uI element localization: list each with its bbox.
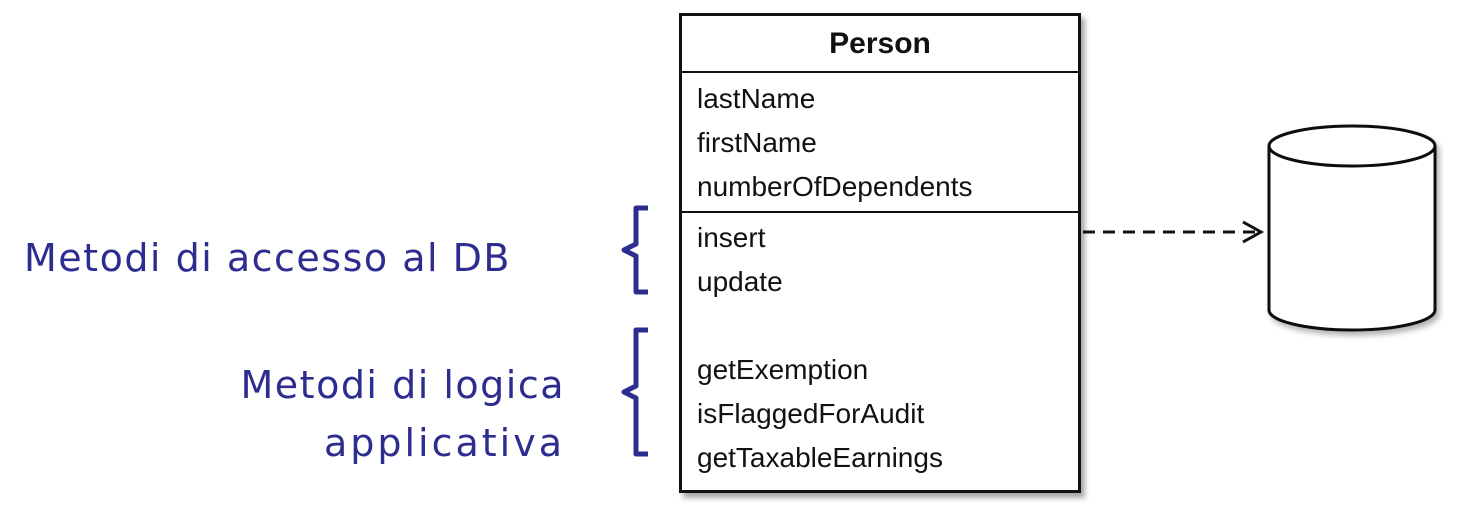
method-row: isFlaggedForAudit — [697, 398, 925, 429]
annotation-db-access: Metodi di accesso al DB — [24, 236, 511, 280]
brace-db-methods — [621, 205, 648, 295]
method-row: insert — [697, 222, 766, 253]
attribute-row: numberOfDependents — [697, 171, 973, 202]
method-row: update — [697, 266, 783, 297]
db-methods-group: insert update — [682, 213, 1078, 304]
method-row: getTaxableEarnings — [697, 442, 943, 473]
class-name: Person — [682, 16, 1078, 73]
attribute-row: lastName — [697, 83, 816, 114]
attribute-row: firstName — [697, 127, 817, 158]
method-row: getExemption — [697, 354, 869, 385]
dependency-arrow — [1083, 220, 1265, 244]
database-cylinder-icon — [1267, 124, 1437, 332]
annotation-app-logic-line1: Metodi di logica — [240, 363, 565, 407]
annotation-app-logic-line2: applicativa — [323, 421, 565, 465]
attributes-compartment: lastName firstName numberOfDependents — [682, 73, 1078, 213]
uml-class-box: Person lastName firstName numberOfDepend… — [679, 13, 1081, 493]
brace-logic-methods — [621, 327, 648, 457]
logic-methods-group: getExemption isFlaggedForAudit getTaxabl… — [682, 304, 1078, 480]
